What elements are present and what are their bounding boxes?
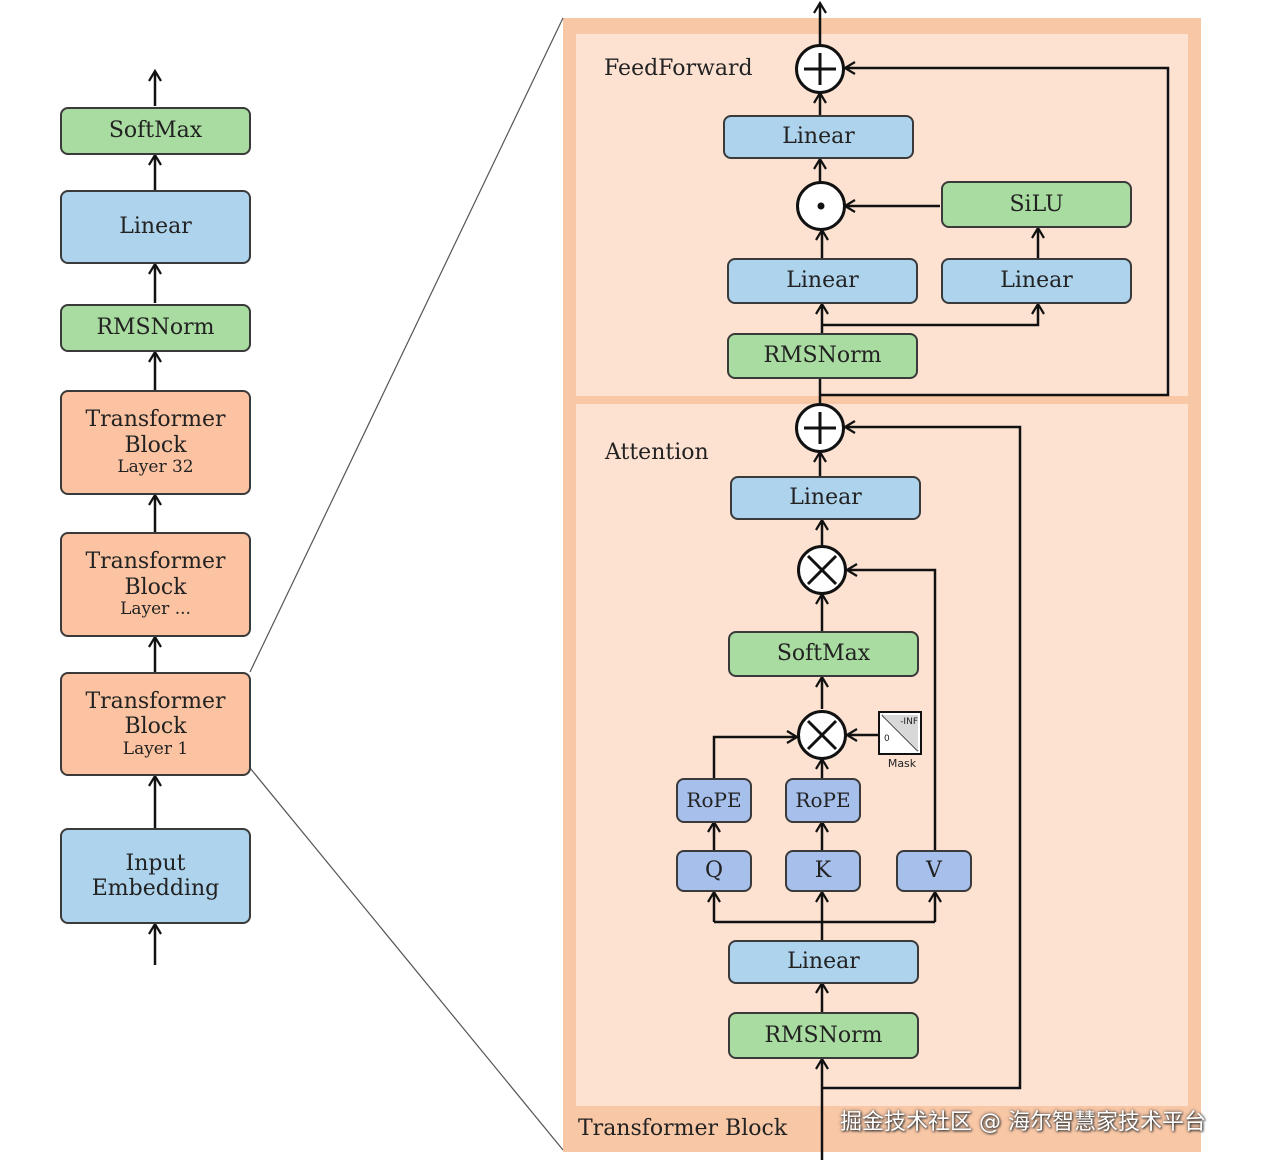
block-title-line1: Transformer xyxy=(85,549,226,575)
linear-box: Linear xyxy=(60,190,251,264)
block-layer-label: Layer 32 xyxy=(117,457,194,478)
transformer-block-layer-n: Transformer Block Layer ... xyxy=(60,532,251,637)
ffn-add-operator xyxy=(795,44,845,94)
mask-caption: Mask xyxy=(887,757,917,770)
input-embedding-box: Input Embedding xyxy=(60,828,251,924)
ffn-linear-left: Linear xyxy=(727,258,918,304)
embedding-line1: Input xyxy=(125,850,186,876)
softmax-box: SoftMax xyxy=(60,107,251,155)
transformer-block-layer-1: Transformer Block Layer 1 xyxy=(60,672,251,776)
times-icon xyxy=(806,554,838,586)
transformer-block-label: Transformer Block xyxy=(578,1116,788,1141)
value-box: V xyxy=(896,850,972,892)
attention-label: Attention xyxy=(605,440,709,465)
attn-softmax-box: SoftMax xyxy=(728,631,919,677)
embedding-line2: Embedding xyxy=(91,876,220,901)
block-title-line2: Block xyxy=(124,714,187,740)
block-layer-label: Layer ... xyxy=(120,599,191,620)
attention-panel xyxy=(576,404,1188,1106)
block-layer-label: Layer 1 xyxy=(122,738,189,759)
mask-diagonal-icon xyxy=(881,714,919,752)
times-icon xyxy=(806,719,838,751)
mask-inf-label: -INF xyxy=(900,717,918,727)
block-title-line2: Block xyxy=(124,432,187,458)
plus-icon xyxy=(804,412,836,444)
ffn-linear-output: Linear xyxy=(723,115,914,159)
attn-linear-input: Linear xyxy=(728,940,919,984)
attn-score-multiply xyxy=(797,710,847,760)
feedforward-label: FeedForward xyxy=(604,56,753,81)
query-box: Q xyxy=(676,850,752,892)
rope-key-box: RoPE xyxy=(785,778,861,823)
dot-icon xyxy=(817,202,825,210)
watermark: 掘金技术社区 @ 海尔智慧家技术平台 xyxy=(840,1110,1206,1135)
attn-linear-output: Linear xyxy=(730,476,921,520)
attn-value-multiply xyxy=(797,545,847,595)
rope-query-box: RoPE xyxy=(676,778,752,823)
ffn-rmsnorm-box: RMSNorm xyxy=(727,333,918,379)
attn-rmsnorm-box: RMSNorm xyxy=(728,1012,919,1059)
attn-add-operator xyxy=(795,403,845,453)
block-title-line1: Transformer xyxy=(85,688,226,714)
block-title-line2: Block xyxy=(124,574,187,600)
key-box: K xyxy=(785,850,861,892)
plus-icon xyxy=(804,53,836,85)
mask-zero-label: 0 xyxy=(884,734,890,744)
ffn-silu-box: SiLU xyxy=(941,181,1132,228)
rmsnorm-box: RMSNorm xyxy=(60,304,251,352)
mask-matrix: -INF 0 xyxy=(878,711,922,755)
transformer-block-layer-32: Transformer Block Layer 32 xyxy=(60,390,251,495)
block-title-line1: Transformer xyxy=(85,407,226,433)
ffn-linear-right: Linear xyxy=(941,258,1132,304)
ffn-elementwise-multiply xyxy=(796,181,846,231)
